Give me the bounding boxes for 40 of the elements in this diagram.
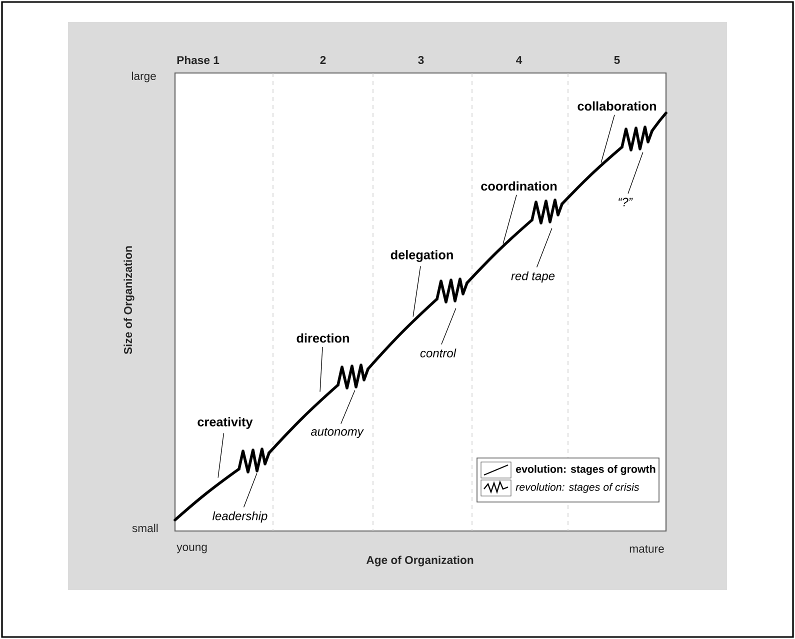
- axis-title: Age of Organization: [366, 556, 474, 566]
- phase-label: 3: [418, 56, 424, 64]
- axis-end-label: mature: [630, 545, 664, 553]
- leader-line: [340, 390, 356, 424]
- crisis-label: autonomy: [310, 428, 364, 438]
- leader-line: [536, 228, 552, 268]
- phase-label: 2: [320, 56, 326, 64]
- leader-line: [600, 114, 615, 164]
- growth-curve: [650, 112, 668, 132]
- growth-curve: [466, 218, 534, 284]
- leader-line: [218, 432, 224, 478]
- axis-end-label: young: [176, 544, 207, 554]
- axis-end-label: small: [132, 524, 158, 532]
- axis-title: Size of Organization: [124, 246, 134, 354]
- leader-line: [441, 308, 456, 345]
- crisis-label: “?”: [618, 198, 633, 206]
- stage-label: direction: [296, 333, 349, 343]
- phase-label: 4: [516, 56, 522, 64]
- legend-text: evolution: stages of growth: [516, 465, 656, 475]
- stage-label: delegation: [390, 250, 453, 262]
- crisis-label: control: [420, 348, 456, 358]
- leader-line: [502, 194, 517, 244]
- phase-label: Phase 1: [177, 56, 220, 64]
- zigzag: [530, 198, 564, 224]
- leader-line: [320, 346, 323, 392]
- zigzag: [436, 278, 468, 304]
- phase-label: 5: [614, 56, 620, 64]
- crisis-label: leadership: [212, 511, 268, 523]
- zigzag: [238, 448, 270, 474]
- stage-label: creativity: [198, 417, 253, 429]
- leader-line: [628, 152, 644, 194]
- leader-line: [412, 266, 421, 318]
- stage-label: collaboration: [578, 101, 656, 111]
- zigzag: [336, 364, 370, 390]
- crisis-label: red tape: [511, 271, 555, 283]
- stage-label: coordination: [481, 181, 557, 191]
- zigzag: [620, 126, 654, 152]
- leader-line: [243, 472, 258, 508]
- legend-text: revolution: stages of crisis: [516, 483, 640, 493]
- axis-end-label: large: [132, 72, 156, 82]
